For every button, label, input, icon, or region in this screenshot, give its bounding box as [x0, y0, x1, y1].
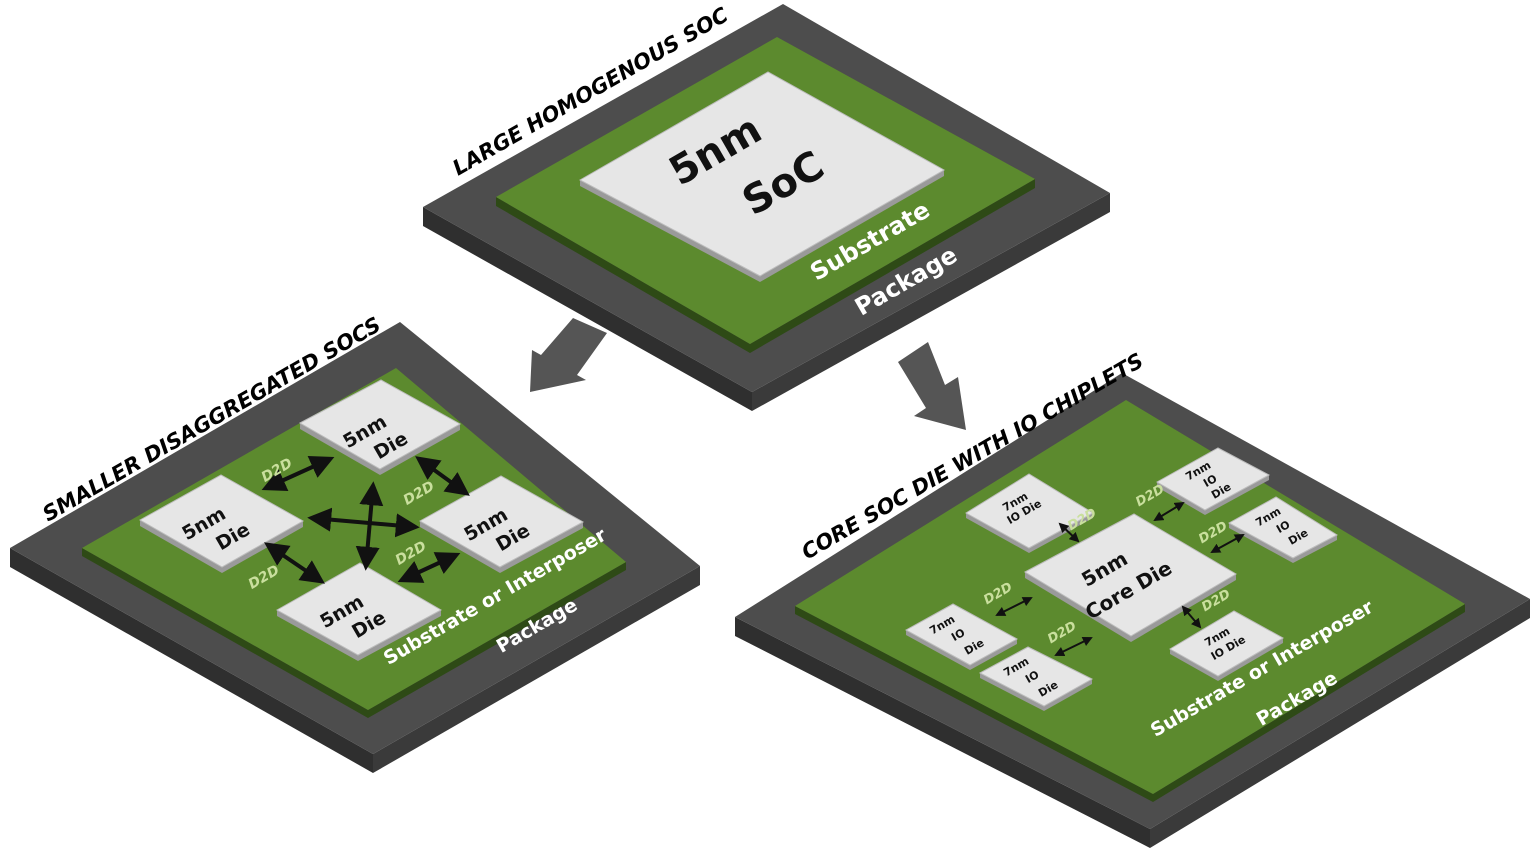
right-package-side-left — [735, 617, 1150, 848]
right-io-die-5 — [978, 646, 1094, 707]
right-io-die-3 — [1227, 496, 1339, 559]
left-die-top — [298, 379, 462, 470]
top-substrate-side-right — [750, 179, 1035, 353]
right-d2d-arrow-3 — [1210, 534, 1245, 553]
right-io-die-3-side — [1229, 523, 1337, 563]
flow-arrow-right — [898, 342, 966, 430]
top-substrate-side-left — [496, 197, 750, 353]
left-d2d-arrow-top-right — [415, 456, 470, 496]
right-io-die-4 — [904, 603, 1019, 666]
right-d2d-arrow-5 — [1054, 636, 1093, 657]
left-d2d-arrow-left-bottom — [264, 542, 325, 584]
flow-arrow-left — [530, 318, 607, 392]
right-io-die-6-side — [1170, 638, 1283, 681]
right-io-die-5-label-line2: IO — [1023, 668, 1041, 686]
left-package-side-left — [10, 548, 373, 773]
right-io-die-6 — [1169, 610, 1285, 677]
left-package: 5nm Die 5nm Die 5nm Die 5nm Die D2D D2D … — [10, 312, 700, 773]
right-d2d-arrow-1 — [1058, 522, 1080, 543]
flow-arrow-right-shape — [898, 342, 966, 430]
flow-arrow-left-shape — [530, 318, 607, 392]
left-d2d-arrow-top-left — [261, 455, 335, 492]
right-d2d-arrow-4 — [995, 597, 1033, 616]
left-die-bottom — [275, 562, 443, 656]
left-substrate-top — [82, 368, 626, 710]
left-die-left — [138, 474, 305, 568]
right-io-die-2 — [1155, 447, 1271, 511]
right-io-die-4-side — [906, 630, 1017, 670]
right-substrate-side-left — [795, 606, 1153, 802]
top-package-side-right — [752, 193, 1110, 411]
left-substrate-side-right — [368, 562, 626, 718]
right-io-die-2-label-line2: IO — [1201, 472, 1219, 490]
right-core-die — [1023, 513, 1237, 637]
top-package-side-left — [423, 207, 752, 411]
right-io-die-3-label-line2: IO — [1274, 518, 1292, 536]
right-io-die-4-label-line2: IO — [949, 626, 967, 644]
right-io-die-2-side — [1157, 475, 1269, 515]
right-package-side-right — [1150, 599, 1530, 848]
top-soc-die-top — [578, 71, 946, 277]
left-package-side-right — [373, 566, 700, 773]
left-d2d-arrow-top-bottom — [355, 481, 384, 571]
left-die-right — [418, 475, 585, 568]
right-substrate-side-right — [1153, 604, 1465, 802]
right-package: 5nm Core Die 7nm IO Die 7nm IO Die 7nm I… — [735, 348, 1530, 848]
top-soc-die-side-right — [760, 170, 944, 282]
right-d2d-arrow-6 — [1181, 605, 1202, 629]
top-soc-die-side-left — [580, 180, 760, 282]
left-d2d-arrow-right-bottom — [397, 552, 461, 583]
right-d2d-arrow-2 — [1153, 501, 1185, 522]
top-package: 5nm SoC Substrate Package LARGE HOMOGENO… — [423, 2, 1110, 411]
left-substrate-side-left — [82, 548, 368, 718]
